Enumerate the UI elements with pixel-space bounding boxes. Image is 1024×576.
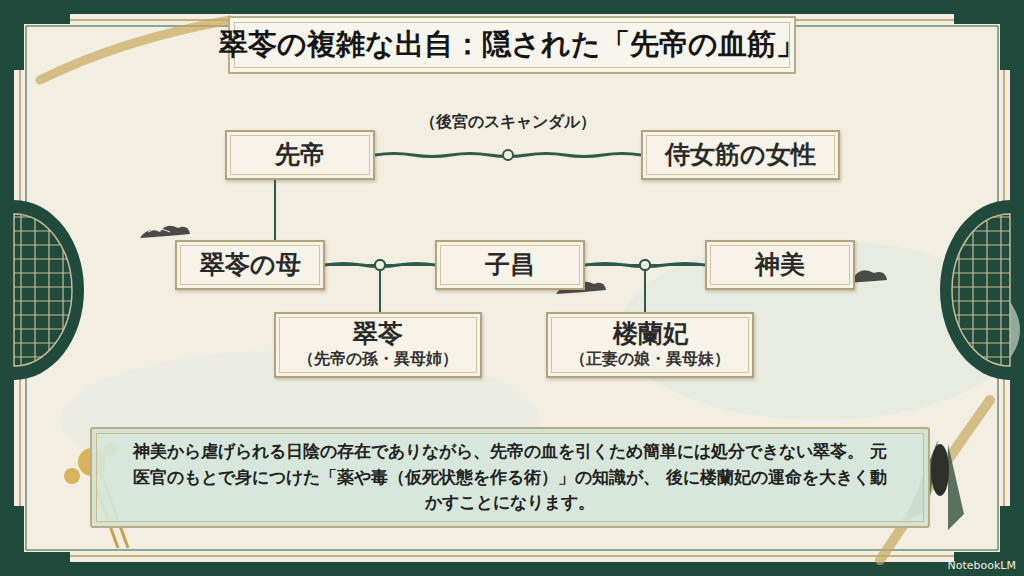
knot-ornament [375, 260, 385, 270]
person-box: 子昌 [435, 240, 585, 290]
corner-ornaments [14, 14, 1010, 562]
knot-ornament [640, 260, 650, 270]
window-lattice-left [14, 200, 84, 380]
title-band: 翠苓の複雑な出自：隠された「先帝の血筋」 [228, 16, 796, 74]
knot-ornament [503, 150, 513, 160]
watermark: NotebookLM [948, 559, 1016, 572]
knot-ornament [375, 260, 385, 270]
person-box: 神美 [705, 240, 855, 290]
node-name: 侍女筋の女性 [665, 141, 816, 170]
node-name: 楼蘭妃 [613, 320, 688, 349]
cloud [140, 226, 190, 238]
person-box-detail: 楼蘭妃（正妻の娘・異母妹） [546, 312, 754, 378]
caption-box: 神美から虐げられる日陰の存在でありながら、先帝の血を引くため簡単には処分できない… [90, 427, 930, 528]
knot-ornament [640, 260, 650, 270]
person-box: 侍女筋の女性 [641, 130, 840, 180]
node-name: 子昌 [485, 251, 535, 280]
person-box-detail: 翠苓（先帝の孫・異母姉） [274, 312, 482, 378]
inner-line [26, 26, 998, 550]
node-name: 神美 [755, 251, 805, 280]
person-box: 翠苓の母 [175, 240, 325, 290]
node-name: 神美から虐げられる日陰の存在でありながら、先帝の血を引くため簡単には処分できない… [132, 439, 888, 516]
node-name: 翠苓の母 [200, 251, 301, 280]
person-box: 先帝 [225, 130, 375, 180]
family-line [274, 180, 276, 240]
family-line [645, 265, 705, 312]
node-note: （先帝の孫・異母姉） [298, 349, 458, 370]
node-name: 翠苓 [353, 320, 403, 349]
node-note: （正妻の娘・異母妹） [570, 349, 730, 370]
family-line [325, 265, 380, 312]
title-text: 翠苓の複雑な出自：隠された「先帝の血筋」 [219, 25, 805, 65]
family-line [585, 265, 645, 312]
family-line [380, 265, 435, 312]
edge-label: （後宮のスキャンダル） [417, 112, 599, 133]
gold-brush [40, 20, 230, 80]
window-lattice-right [940, 200, 1010, 380]
node-name: 先帝 [275, 141, 325, 170]
